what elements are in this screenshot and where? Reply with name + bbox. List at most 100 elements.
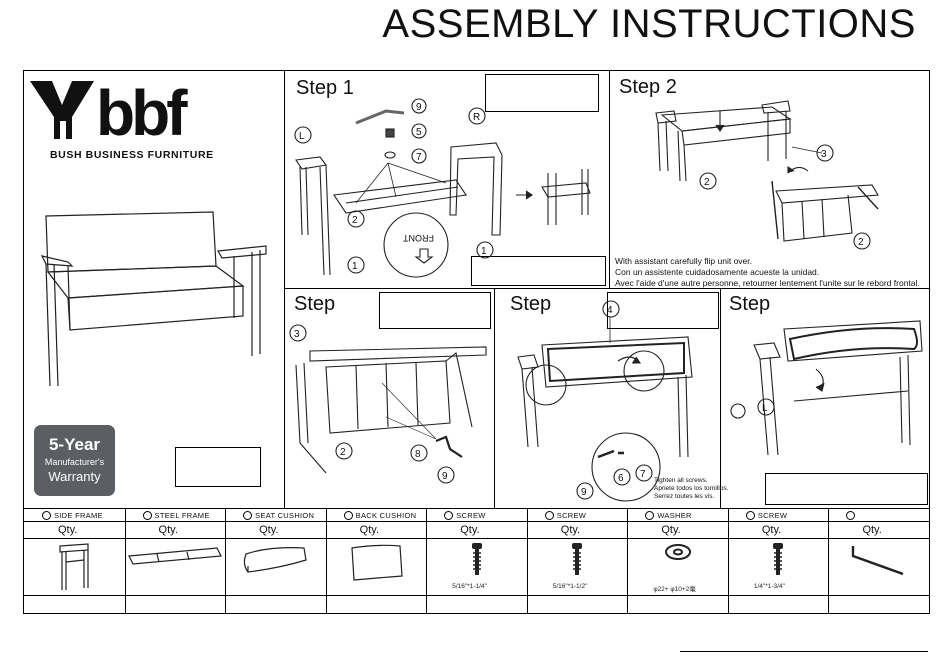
step4-note-en: Tighten all screws. [654,477,708,484]
s3-callout-2: 2 [340,447,346,458]
part-checkbox[interactable] [142,511,152,520]
step4-note-fr: Serrez toutes les vis. [654,493,715,500]
table-line [24,538,929,539]
s3-callout-8: 8 [415,449,421,460]
part-spec: 5/16"*1-1/4" [452,583,487,590]
part-checkbox[interactable] [544,511,554,520]
s4-callout-6: 6 [618,473,624,484]
page-title: ASSEMBLY INSTRUCTIONS [382,2,916,46]
part-qty: Qty. [862,524,882,536]
model-box [175,447,261,487]
part-qty: Qty. [661,524,681,536]
part-name: WASHER [657,511,692,520]
step2-label: Step 2 [619,76,677,98]
part-spec: φ22+ φ10+2毫 [653,586,696,593]
table-column-divider [526,508,528,613]
step1-label: Step 1 [296,77,354,99]
s2-callout-2a: 2 [704,177,710,188]
step5-label: Step [729,293,771,315]
table-column-divider [727,508,729,613]
washer-icon [663,542,693,567]
part-name: SCREW [556,511,587,520]
table-line [24,595,929,596]
step3-blank-box [379,292,491,329]
table-column-divider [828,508,830,613]
step1-blank-box [485,74,599,112]
callout-5: 5 [416,127,422,138]
screw-icon [770,542,786,583]
part-name: STEEL FRAME [154,511,210,520]
step4-note-es: Apriete todos los tornillos. [654,485,729,492]
part-checkbox[interactable] [645,511,655,520]
signature-line [680,651,928,652]
step3-illustration: 3 2 8 9 [286,323,492,508]
step4-blank-box [607,292,719,329]
warranty-badge: 5-Year Manufacturer's Warranty [34,425,115,496]
step1-blank-box-bottom [471,256,606,286]
step2-note-en: With assistant carefully flip unit over. [615,256,753,266]
part-checkbox[interactable] [745,511,755,520]
step2-note-fr: Avec l'aide d'une autre personne, retour… [615,278,920,288]
screw-icon [569,542,585,583]
brand-tagline: BUSH BUSINESS FURNITURE [50,149,214,161]
part-checkbox[interactable] [42,511,51,520]
part-name: BACK CUSHION [355,511,417,520]
table-top-line [24,508,929,509]
part-checkbox[interactable] [444,511,454,520]
part-qty: Qty. [359,524,380,536]
part-spec: 5/16"*1-1/2" [552,583,588,590]
step2-illustration: 2 3 2 [612,91,928,256]
s4-callout-4: 4 [607,305,613,316]
warranty-line2: Manufacturer's [44,457,105,467]
step5-blank-box [765,473,928,505]
part-checkbox[interactable] [846,511,856,520]
divider [284,71,285,508]
screw-icon [469,542,485,583]
divider [609,71,610,288]
table-column-divider [325,508,327,613]
s3-callout-9: 9 [442,471,448,482]
s2-callout-2b: 2 [858,237,864,248]
steel-frame-icon [125,542,225,577]
step4-illustration: 4 9 6 7 [498,297,718,512]
back-cushion-icon [346,542,406,587]
part-spec: 1/4"*1-3/4" [753,583,785,590]
allen-key-icon [849,542,909,583]
warranty-years: 5-Year [48,435,101,454]
step4-label: Step [510,293,552,315]
warranty-line3: Warranty [48,469,101,484]
part-qty: Qty. [460,524,480,536]
s2-callout-3: 3 [821,149,827,160]
s4-callout-9: 9 [581,487,587,498]
loveseat-illustration [38,206,270,396]
part-qty: Qty. [259,524,279,536]
divider [494,288,495,508]
part-qty: Qty. [761,524,782,536]
logo-wordmark: bbf [96,77,188,147]
callout-l: L [299,131,305,142]
part-checkbox[interactable] [243,511,253,520]
part-name: SCREW [757,511,788,520]
part-name: SIDE FRAME [54,511,103,520]
front-label: FRONT [403,233,434,243]
step5-illustration: L [724,315,928,470]
part-qty: Qty. [560,524,581,536]
divider [720,288,721,508]
divider [284,288,930,289]
side-frame-icon [54,542,94,597]
callout-2: 2 [352,215,358,226]
step2-note-es: Con un assistente cuidadosamente acueste… [615,267,820,277]
s5-callout-l: L [762,403,768,414]
part-name: SCREW [456,511,486,520]
table-column-divider [124,508,126,613]
callout-9: 9 [416,102,422,113]
part-qty: Qty. [158,524,178,536]
callout-1b: 1 [481,246,487,257]
s3-callout-3: 3 [294,329,300,340]
part-checkbox[interactable] [343,511,353,520]
table-line [24,521,929,522]
part-qty: Qty. [58,524,78,536]
table-column-divider [225,508,227,613]
callout-r: R [473,112,480,123]
step1-illustration: 9 5 7 L R 2 1 1 FRONT [286,85,608,290]
